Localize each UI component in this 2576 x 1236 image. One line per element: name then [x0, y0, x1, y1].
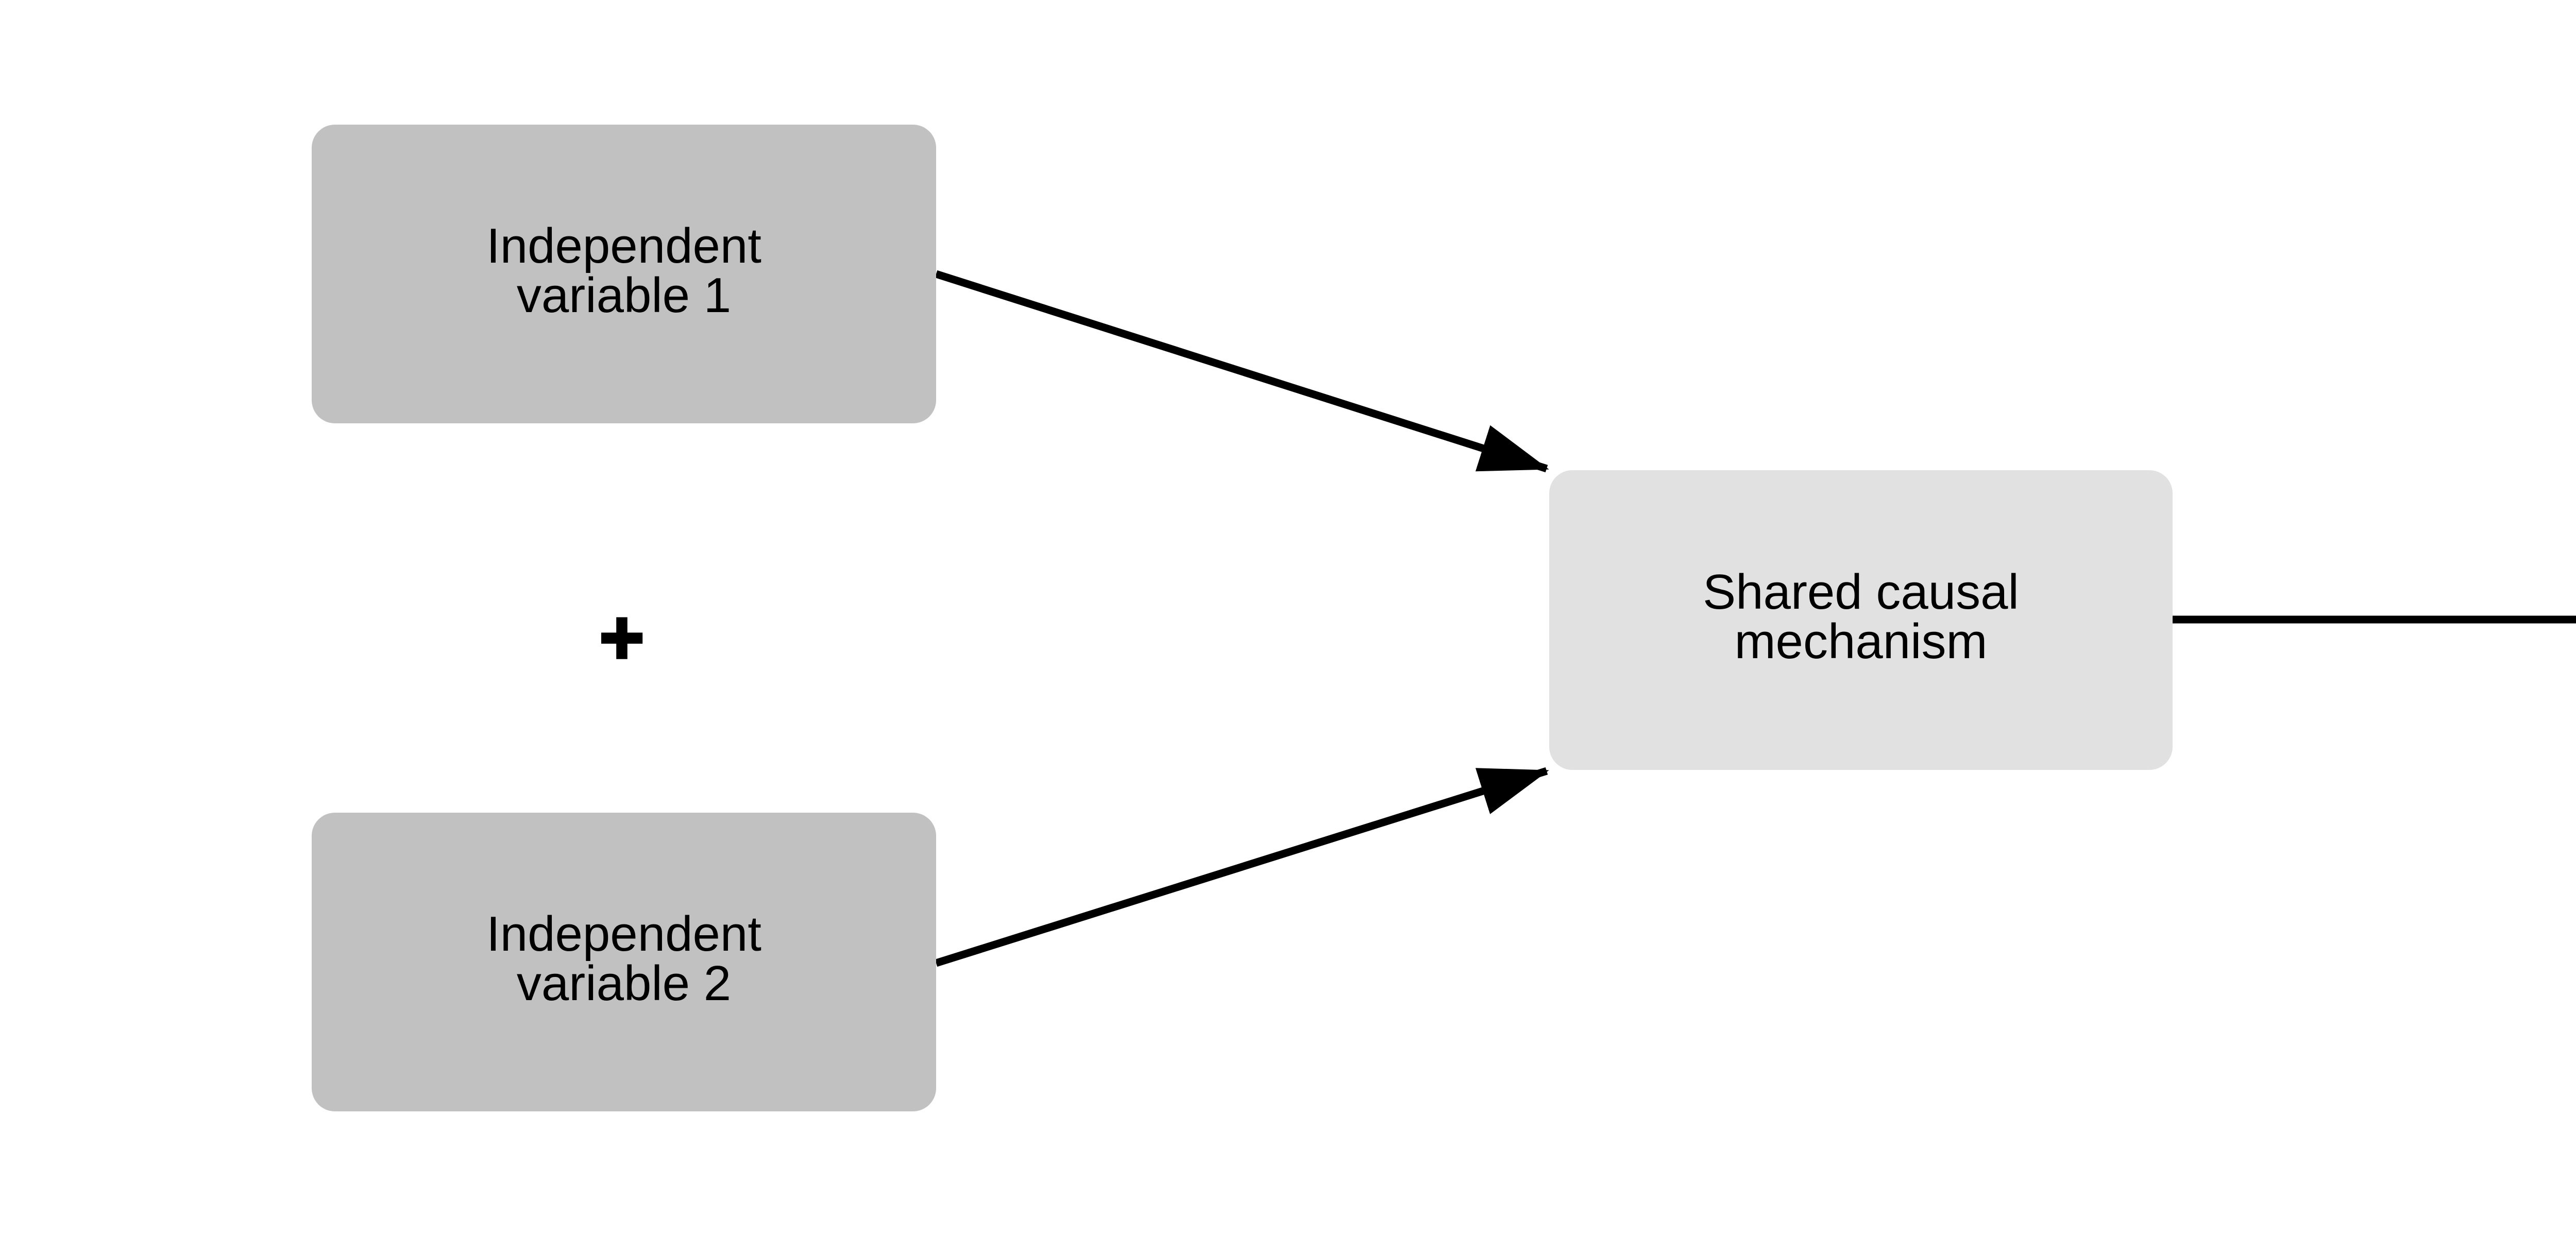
- node-independent-variable-1: Independent variable 1: [312, 125, 936, 423]
- node-independent-variable-2: Independent variable 2: [312, 813, 936, 1111]
- node-shared-causal-mechanism-label-line1: Shared causal: [1703, 564, 2019, 620]
- node-shared-causal-mechanism-box: [1549, 470, 2173, 770]
- edge-iv1-to-mechanism-arrow: [935, 270, 1549, 473]
- node-independent-variable-1-label-line2: variable 1: [517, 268, 731, 323]
- node-independent-variable-1-label-line1: Independent: [486, 218, 761, 273]
- node-independent-variable-2-label-line1: Independent: [486, 906, 761, 962]
- edges: [935, 270, 2576, 967]
- plus-icon: +: [599, 594, 645, 680]
- node-shared-causal-mechanism: Shared causal mechanism: [1549, 470, 2173, 770]
- node-independent-variable-2-label-line2: variable 2: [517, 956, 731, 1011]
- node-independent-variable-1-box: [312, 125, 936, 423]
- edge-iv2-to-mechanism-arrow: [935, 767, 1549, 967]
- node-independent-variable-2-box: [312, 813, 936, 1111]
- node-shared-causal-mechanism-label-line2: mechanism: [1735, 614, 1988, 669]
